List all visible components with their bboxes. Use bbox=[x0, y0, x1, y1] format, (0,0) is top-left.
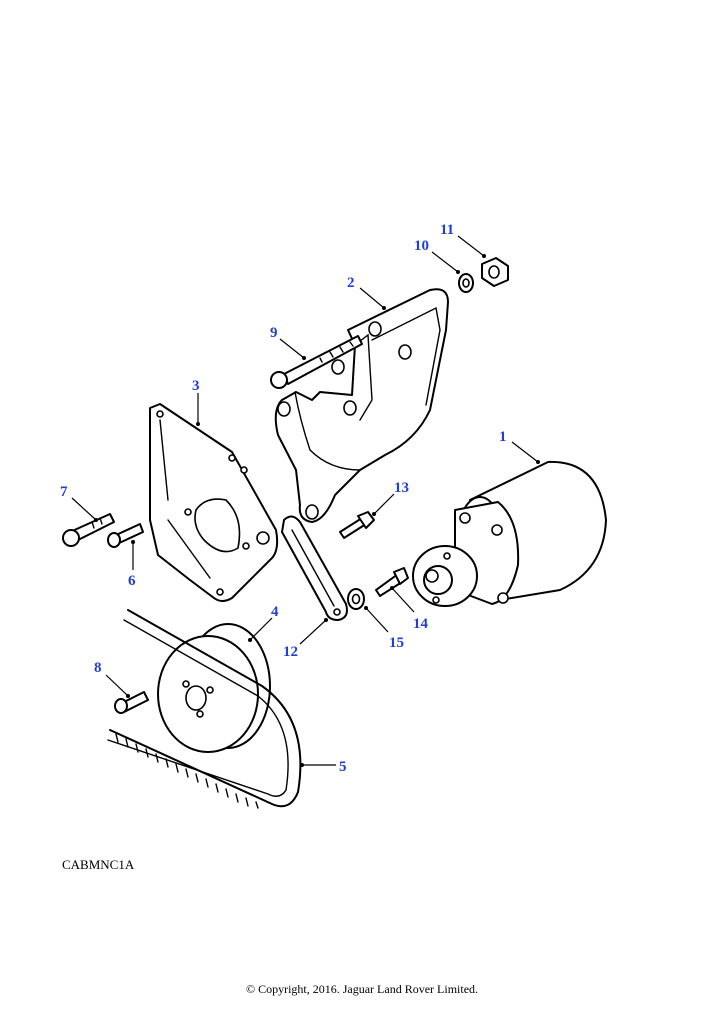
callout-14[interactable]: 14 bbox=[413, 616, 429, 632]
callout-12[interactable]: 12 bbox=[283, 644, 298, 660]
pulley bbox=[157, 623, 271, 753]
callouts: 1 2 3 4 5 6 7 8 9 10 11 12 13 14 15 bbox=[60, 222, 507, 775]
nut-11 bbox=[481, 257, 509, 287]
long-bolt bbox=[270, 335, 363, 389]
power-steering-pump bbox=[412, 460, 607, 607]
callout-11[interactable]: 11 bbox=[440, 222, 454, 238]
bolt-6 bbox=[107, 523, 144, 548]
mounting-bracket bbox=[274, 288, 449, 523]
adaptor-plate bbox=[149, 403, 279, 602]
bolt-13 bbox=[339, 511, 375, 539]
bolt-8 bbox=[114, 691, 149, 714]
adjusting-link bbox=[281, 515, 348, 621]
copyright-notice: © Copyright, 2016. Jaguar Land Rover Lim… bbox=[245, 982, 479, 996]
drive-belt bbox=[107, 609, 302, 809]
leader-lines bbox=[71, 235, 540, 767]
callout-15[interactable]: 15 bbox=[389, 635, 404, 651]
callout-1[interactable]: 1 bbox=[499, 429, 507, 445]
callout-4[interactable]: 4 bbox=[271, 604, 279, 620]
callout-8[interactable]: 8 bbox=[94, 660, 102, 676]
callout-9[interactable]: 9 bbox=[270, 325, 278, 341]
diagram-code: CABMNC1A bbox=[62, 857, 135, 872]
callout-3[interactable]: 3 bbox=[192, 378, 200, 394]
bolt-7 bbox=[62, 513, 115, 547]
washer-15 bbox=[347, 588, 365, 610]
callout-5[interactable]: 5 bbox=[339, 759, 347, 775]
callout-13[interactable]: 13 bbox=[394, 480, 409, 496]
callout-6[interactable]: 6 bbox=[128, 573, 136, 589]
washer-10 bbox=[458, 273, 474, 293]
bolt-14 bbox=[375, 567, 409, 597]
callout-10[interactable]: 10 bbox=[414, 238, 429, 254]
callout-7[interactable]: 7 bbox=[60, 484, 68, 500]
callout-2[interactable]: 2 bbox=[347, 275, 355, 291]
